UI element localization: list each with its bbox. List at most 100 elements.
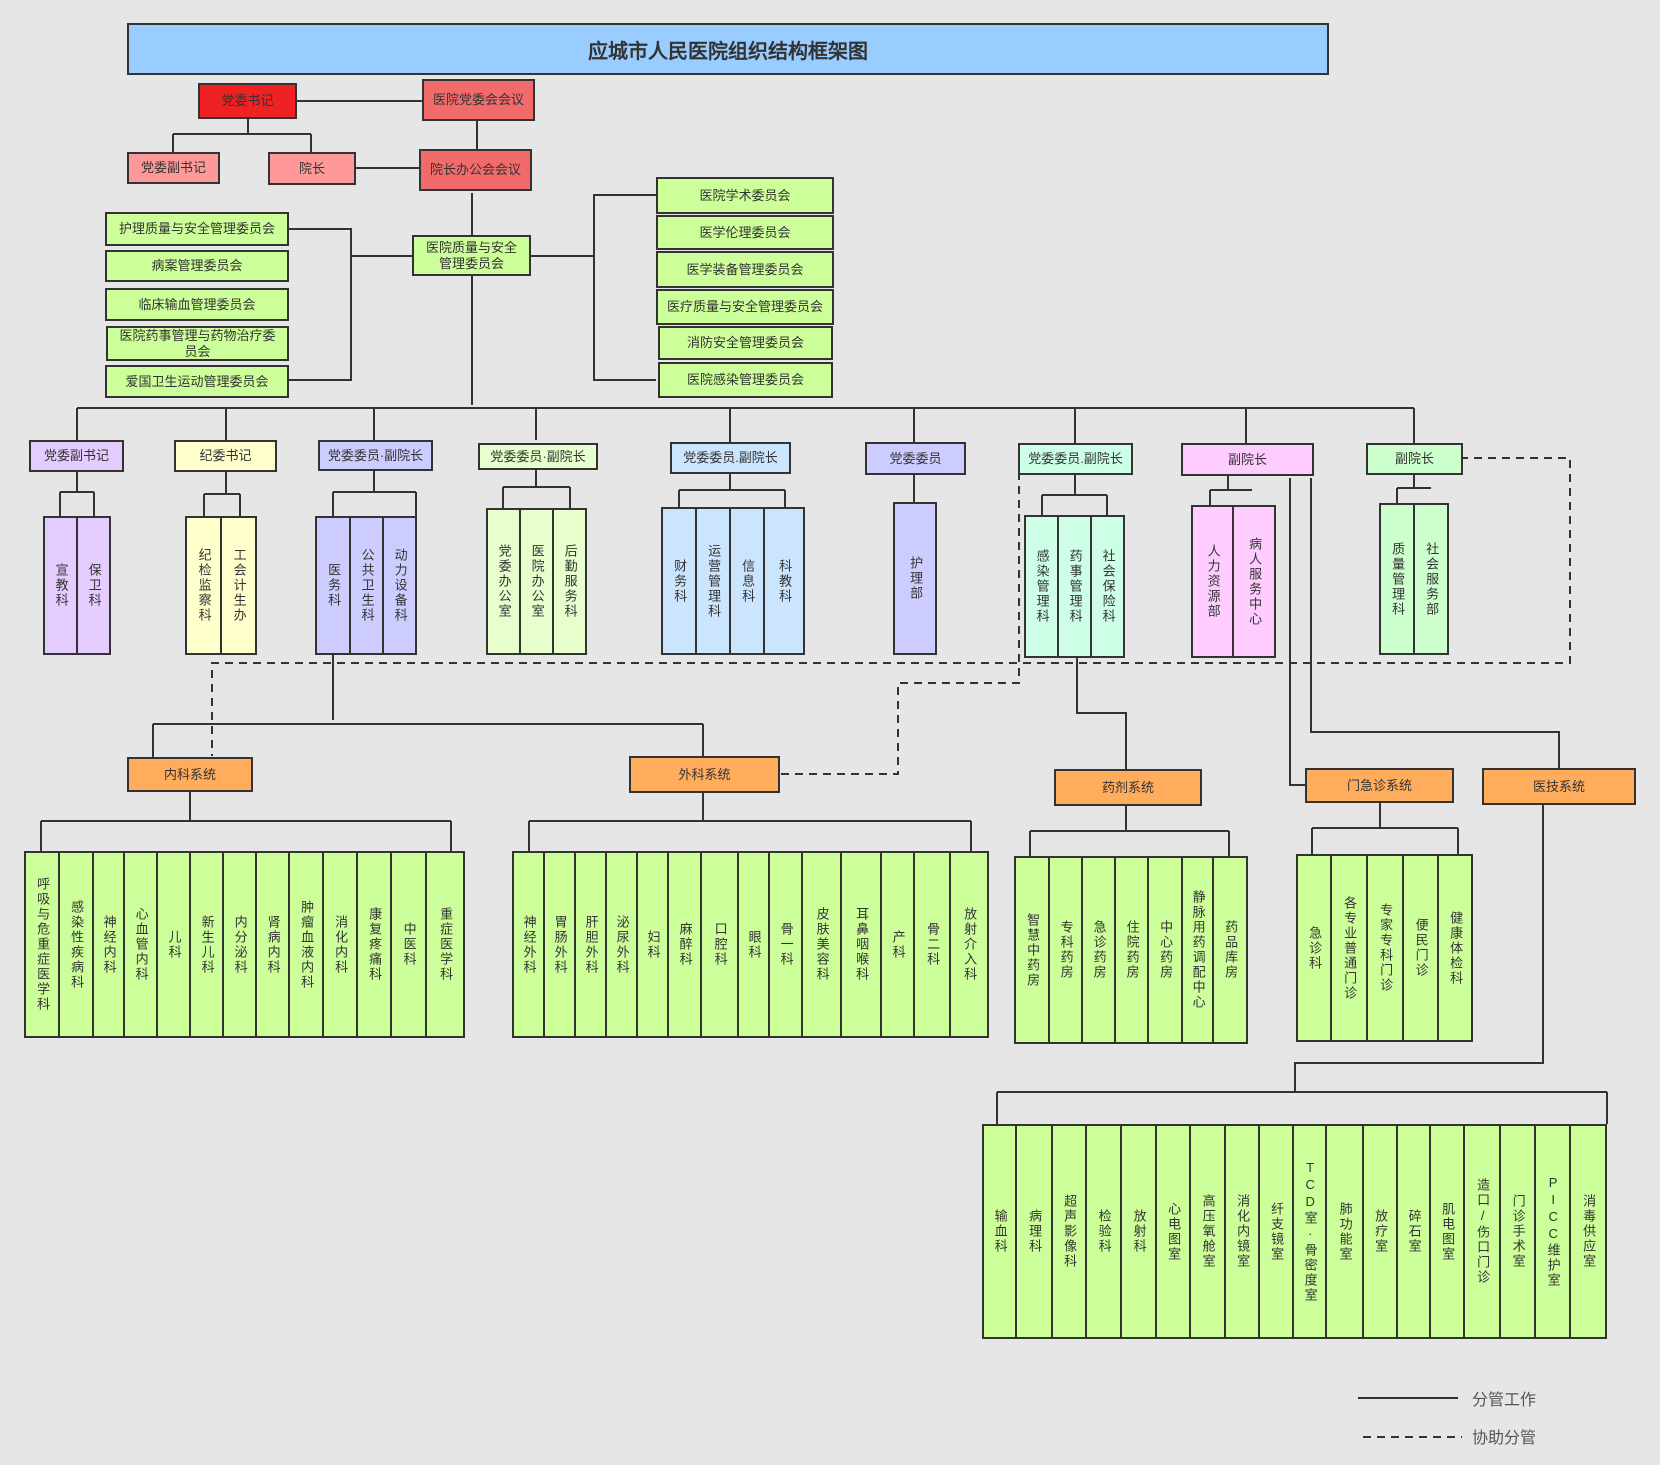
dept-vp2-label: 后勤服务科 [562, 544, 578, 619]
internal-dept-4: 心血管内科 [123, 851, 158, 1038]
medtech-dept-1: 输血科 [982, 1124, 1017, 1339]
pharmacy-system: 药剂系统 [1054, 769, 1202, 806]
medtech-dept-11: 肺功能室 [1325, 1124, 1364, 1339]
leader-vice-president-5: 副院长 [1181, 443, 1314, 476]
dept-vp4-label: 药事管理科 [1067, 549, 1083, 624]
outpatient-dept-label: 急诊科 [1307, 925, 1323, 971]
outpatient-emergency-system: 门急诊系统 [1305, 768, 1454, 803]
dept-vp4-2: 药事管理科 [1057, 515, 1092, 658]
internal-dept-7: 内分泌科 [222, 851, 257, 1038]
medtech-dept-2: 病理科 [1015, 1124, 1053, 1339]
medtech-dept-label: 病理科 [1027, 1209, 1043, 1254]
pharmacy-dept-6: 静脉用药调配中心 [1181, 856, 1214, 1044]
leader-vice-president-1: 党委委员·副院长 [318, 440, 433, 471]
dept-vp1-2: 公共卫生科 [349, 516, 384, 655]
dept-discipline-1: 纪检监察科 [185, 516, 222, 655]
surgical-dept-1: 神经外科 [512, 851, 545, 1038]
surgical-dept-10: 皮肤美容科 [801, 851, 842, 1038]
dept-vp3-1: 财务科 [661, 507, 697, 655]
internal-dept-label: 康复疼痛科 [367, 907, 383, 982]
medtech-dept-10: TCD室·骨密度室 [1292, 1124, 1327, 1339]
medtech-dept-label: 纤支镜室 [1269, 1201, 1285, 1262]
dept-discipline-label: 纪检监察科 [196, 548, 212, 623]
outpatient-dept-5: 健康体检科 [1437, 854, 1473, 1042]
dept-vp6-label: 质量管理科 [1390, 541, 1406, 617]
left-committee-1: 护理质量与安全管理委员会 [105, 212, 289, 246]
surgical-dept-label: 皮肤美容科 [814, 907, 830, 982]
medtech-dept-label: 消毒供应室 [1581, 1194, 1597, 1269]
internal-dept-2: 感染性疾病科 [58, 851, 94, 1038]
dept-vp6-label: 社会服务部 [1424, 541, 1440, 617]
medtech-dept-3: 超声影像科 [1051, 1124, 1087, 1339]
outpatient-dept-3: 专家专科门诊 [1366, 854, 1404, 1042]
surgical-dept-label: 口腔科 [712, 922, 728, 967]
deputy-party-secretary-box: 党委副书记 [127, 152, 220, 184]
dept-vp4-label: 社会保险科 [1100, 549, 1116, 624]
dept-party-member-1: 护理部 [893, 502, 937, 655]
pharmacy-dept-1: 智慧中药房 [1014, 856, 1050, 1044]
legend-solid-label: 分管工作 [1472, 1392, 1537, 1409]
dept-vp3-label: 财务科 [672, 558, 688, 604]
dept-party-member-label: 护理部 [908, 556, 924, 601]
internal-dept-label: 心血管内科 [133, 907, 149, 982]
medtech-dept-label: 门诊手术室 [1510, 1194, 1526, 1269]
pharmacy-dept-5: 中心药房 [1147, 856, 1183, 1044]
internal-dept-label: 神经内科 [101, 914, 117, 975]
dept-discipline-2: 工会计生办 [220, 516, 257, 655]
dept-vp1-label: 公共卫生科 [359, 548, 375, 623]
medtech-dept-6: 心电图室 [1155, 1124, 1191, 1339]
surgical-dept-label: 眼科 [746, 929, 762, 960]
internal-dept-11: 康复疼痛科 [356, 851, 392, 1038]
pharmacy-dept-label: 中心药房 [1158, 920, 1174, 980]
pharmacy-dept-4: 住院药房 [1114, 856, 1149, 1044]
medtech-dept-14: 肌电图室 [1429, 1124, 1465, 1339]
outpatient-dept-label: 专家专科门诊 [1378, 903, 1394, 993]
surgical-dept-11: 耳鼻咽喉科 [840, 851, 882, 1038]
surgical-dept-label: 骨一科 [778, 922, 794, 967]
surgical-dept-3: 肝胆外科 [574, 851, 607, 1038]
dept-vp4-label: 感染管理科 [1034, 549, 1050, 624]
internal-dept-label: 呼吸与危重症医学科 [35, 877, 51, 1012]
dept-vp1-1: 医务科 [315, 516, 351, 655]
outpatient-dept-2: 各专业普通门诊 [1330, 854, 1368, 1042]
medtech-dept-label: PICC维护室 [1545, 1175, 1561, 1288]
pharmacy-dept-label: 住院药房 [1124, 920, 1140, 980]
medtech-dept-label: 造口/伤口门诊 [1475, 1178, 1491, 1285]
right-committee-6: 医院感染管理委员会 [658, 362, 833, 398]
internal-dept-13: 重症医学科 [425, 851, 465, 1038]
medtech-dept-label: 高压氧舱室 [1200, 1194, 1216, 1269]
left-committee-2: 病案管理委员会 [105, 250, 289, 282]
surgical-dept-label: 耳鼻咽喉科 [854, 907, 870, 982]
internal-medicine-system: 内科系统 [127, 757, 253, 792]
right-committee-5: 消防安全管理委员会 [658, 326, 833, 360]
surgical-dept-9: 骨一科 [768, 851, 803, 1038]
dept-vp3-2: 运营管理科 [695, 507, 731, 655]
leader-vice-president-3: 党委委员.副院长 [670, 442, 791, 474]
surgical-dept-6: 麻醉科 [667, 851, 702, 1038]
dept-vp5-label: 人力资源部 [1205, 544, 1221, 619]
outpatient-dept-1: 急诊科 [1296, 854, 1332, 1042]
right-committee-3: 医学装备管理委员会 [656, 251, 834, 288]
internal-dept-label: 肿瘤血液内科 [299, 899, 315, 990]
surgical-dept-2: 胃肠外科 [543, 851, 576, 1038]
dept-vp5-label: 病人服务中心 [1247, 536, 1263, 627]
internal-dept-label: 重症医学科 [438, 907, 454, 982]
dept-vp2-1: 党委办公室 [486, 508, 521, 655]
medtech-dept-18: 消毒供应室 [1569, 1124, 1607, 1339]
surgical-system: 外科系统 [629, 756, 780, 793]
dept-vp2-label: 医院办公室 [529, 544, 545, 619]
medtech-dept-label: 肌电图室 [1440, 1201, 1456, 1262]
dept-vp3-label: 科教科 [777, 558, 793, 604]
medtech-dept-4: 检验科 [1085, 1124, 1122, 1339]
outpatient-dept-label: 各专业普通门诊 [1342, 895, 1358, 1001]
surgical-dept-4: 泌尿外科 [605, 851, 638, 1038]
dept-vp2-label: 党委办公室 [496, 544, 512, 619]
dept-vp3-label: 运营管理科 [706, 543, 722, 619]
medtech-dept-label: 输血科 [992, 1209, 1008, 1254]
outpatient-dept-label: 健康体检科 [1448, 910, 1464, 986]
dept-vp2-3: 后勤服务科 [552, 508, 587, 655]
medtech-dept-label: 超声影像科 [1062, 1194, 1078, 1269]
dept-vp3-4: 科教科 [763, 507, 805, 655]
medtech-dept-12: 放疗室 [1362, 1124, 1398, 1339]
medtech-dept-9: 纤支镜室 [1258, 1124, 1294, 1339]
